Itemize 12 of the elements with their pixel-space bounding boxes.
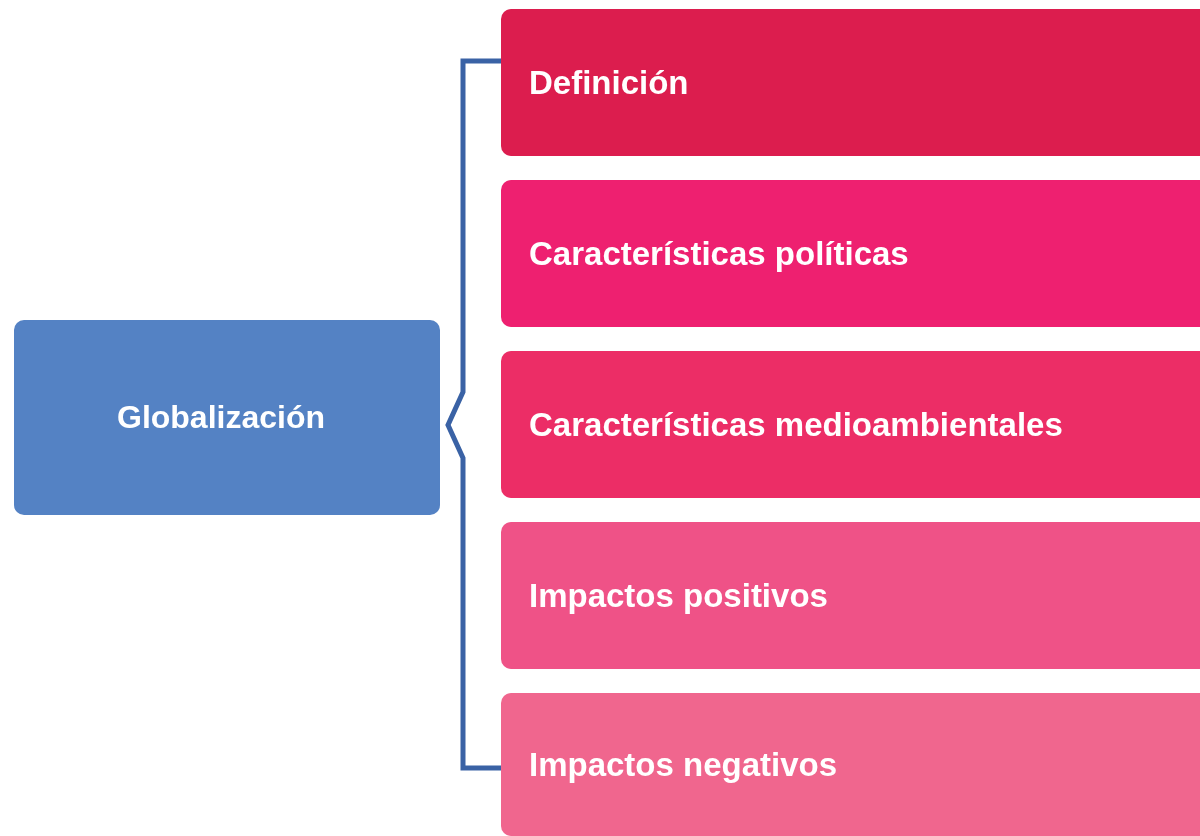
subtopic-box (501, 9, 1200, 156)
subtopic-box (501, 522, 1200, 669)
subtopic-box (501, 180, 1200, 327)
node-label: Características políticas (529, 234, 909, 273)
node-label: Impactos positivos (529, 576, 828, 615)
node-label: Características medioambientales (529, 405, 1063, 444)
subtopic-box (501, 693, 1200, 836)
node-label: Impactos negativos (529, 745, 838, 784)
node-label: Definición (529, 63, 689, 102)
subtopic-box (501, 351, 1200, 498)
topic-box (14, 320, 440, 515)
node-label: Globalización (117, 399, 325, 436)
